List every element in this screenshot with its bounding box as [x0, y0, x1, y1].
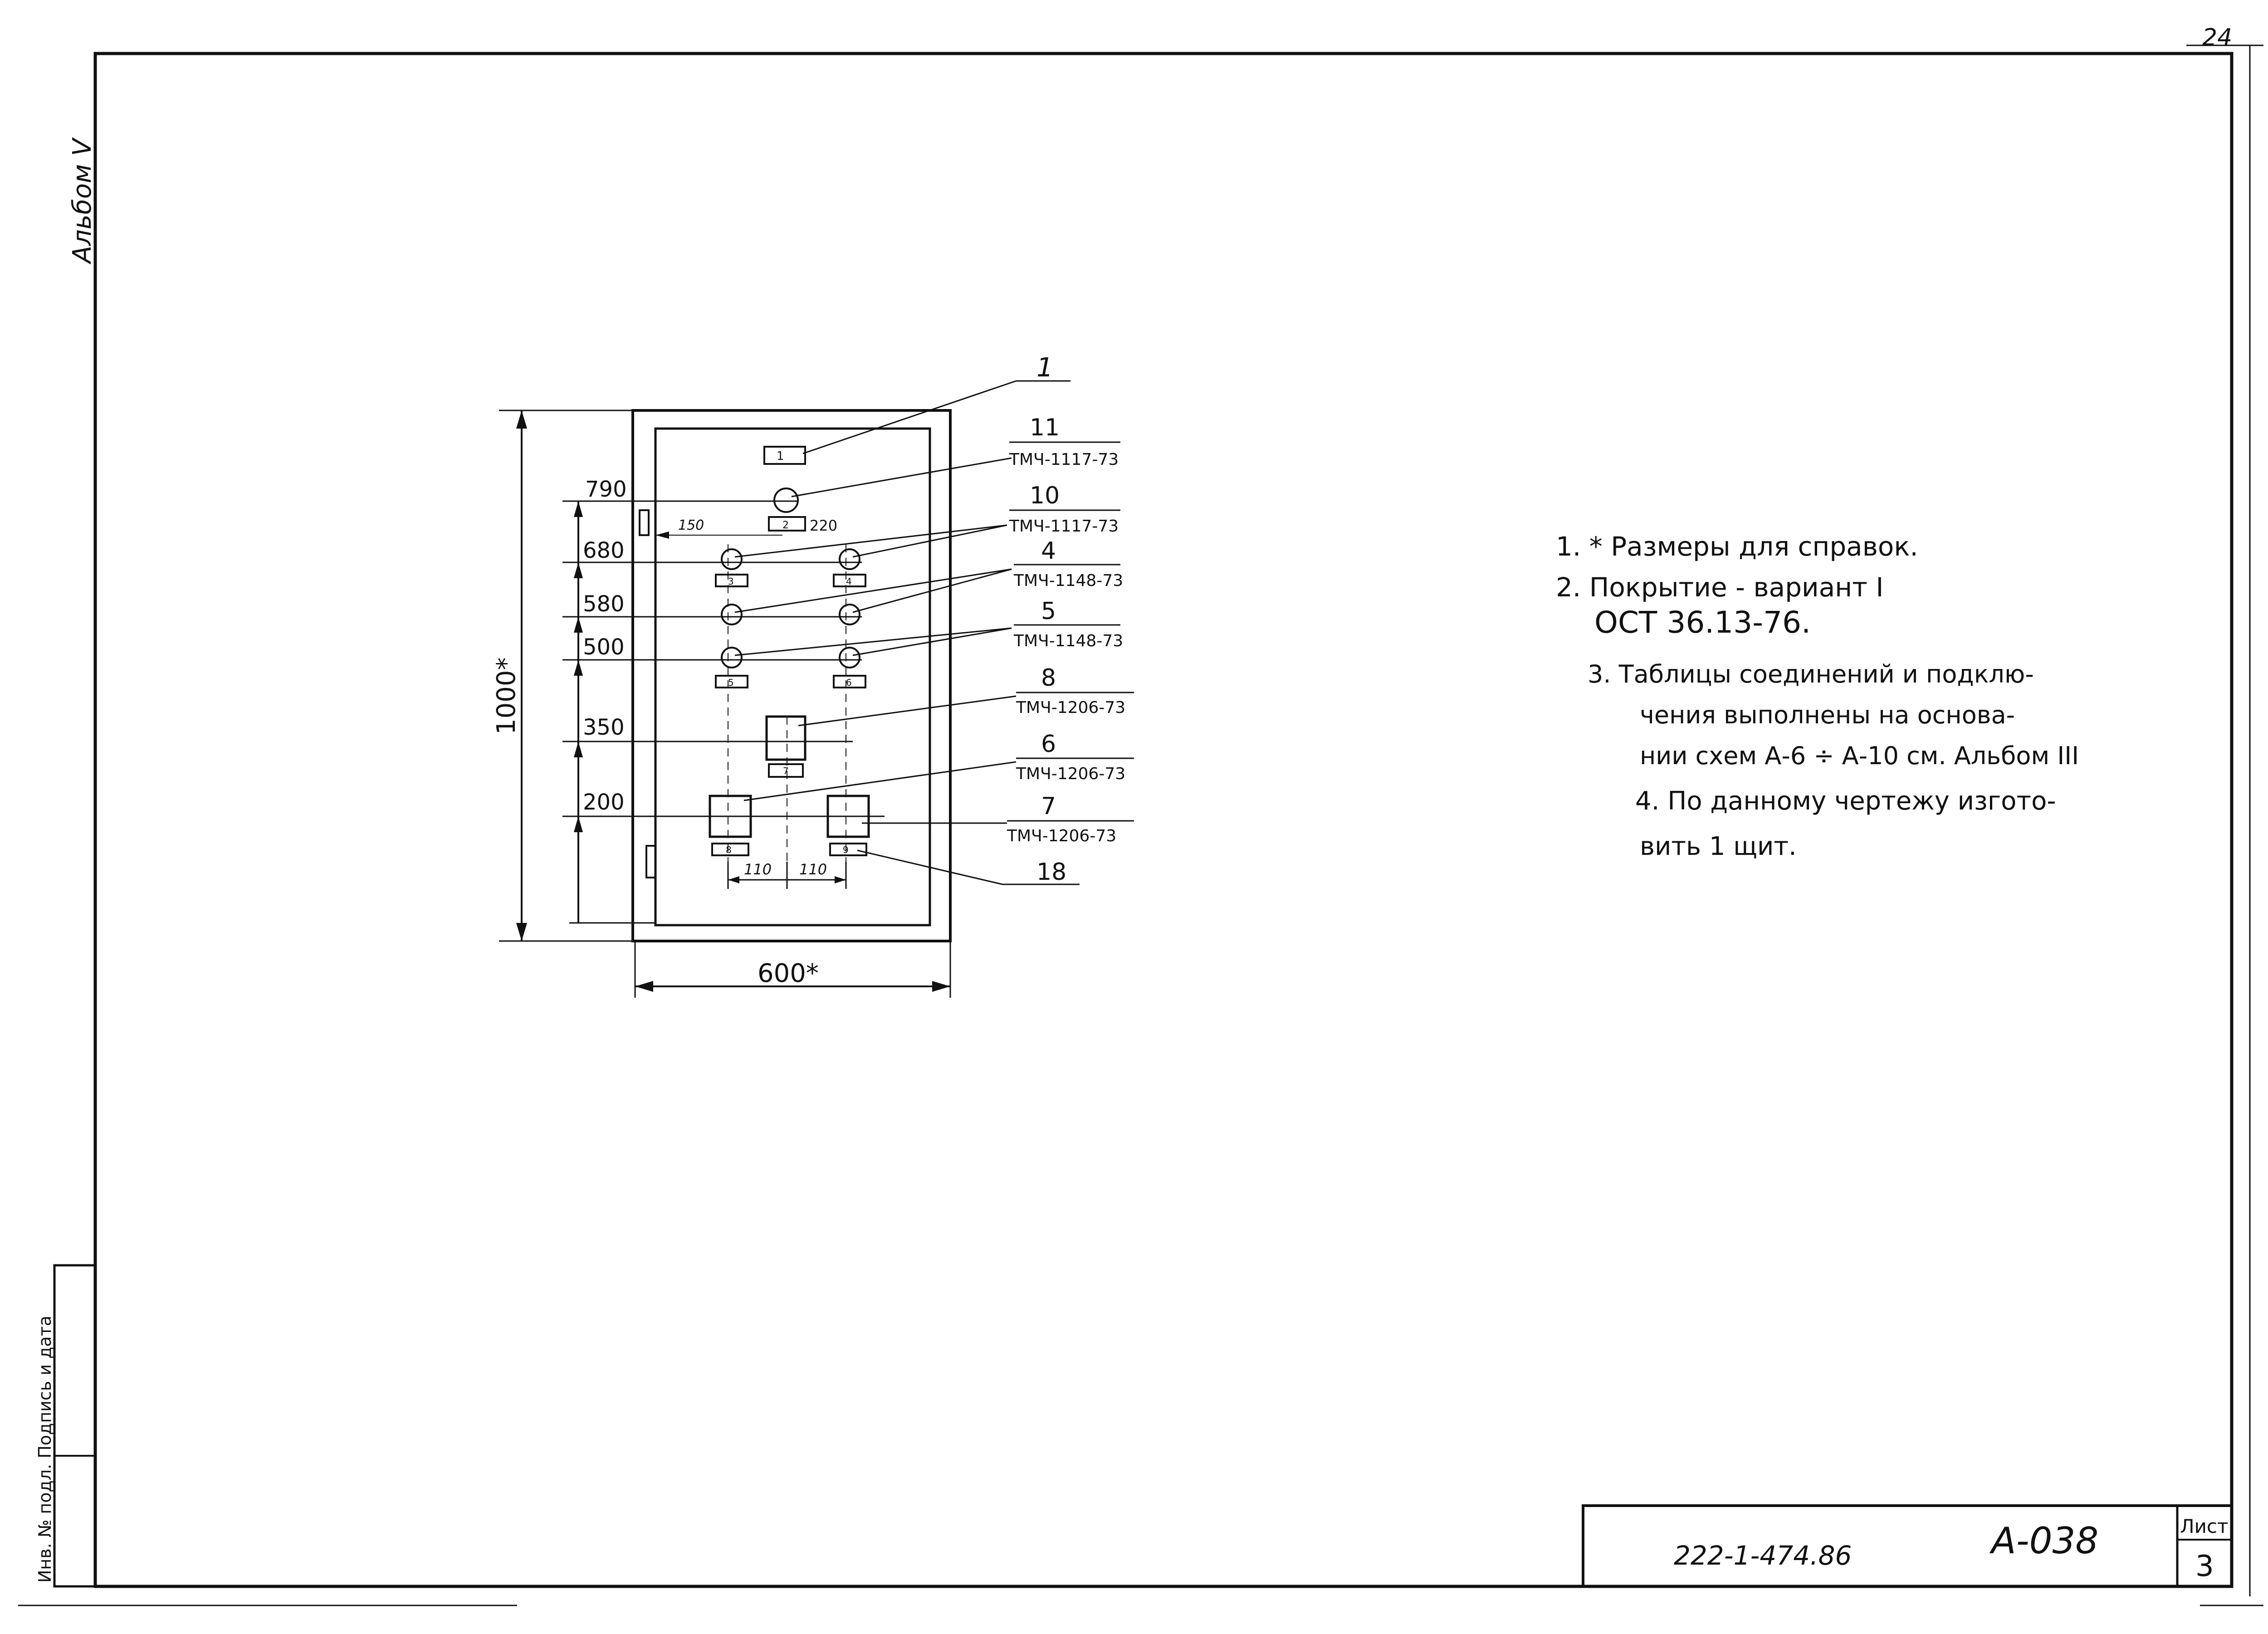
note-line: 1. * Размеры для справок. — [1556, 531, 1918, 562]
level-label-350: 350 — [583, 715, 625, 740]
device-tag: 4 — [846, 576, 852, 587]
offset-label-150: 150 — [678, 517, 704, 533]
title-block: 222-1-474.86 А-038 Лист 3 — [1582, 1504, 2233, 1588]
callout-number: 10 — [1030, 482, 1060, 509]
document-code: 222-1-474.86 — [1674, 1540, 1852, 1571]
note-line: чения выполнены на основа- — [1640, 701, 2015, 729]
height-dimension-label: 1000* — [492, 657, 521, 735]
callout-5: 5 ТМЧ-1148-73 — [1013, 598, 1123, 650]
bottom-spacing-label-left: 110 — [744, 861, 772, 878]
callout-part: ТМЧ-1148-73 — [1013, 632, 1123, 650]
callout-10: 10 ТМЧ-1117-73 — [1009, 482, 1120, 536]
device-11-symbol — [773, 488, 799, 513]
panel-outer — [631, 409, 952, 942]
callout-part: ТМЧ-1148-73 — [1013, 571, 1123, 590]
bottom-spacing-label-right: 110 — [799, 861, 827, 878]
device-tag: 6 — [846, 677, 852, 688]
note-line: ОСТ 36.13-76. — [1594, 605, 1811, 640]
callout-number: 1 — [1036, 352, 1053, 383]
album-label: Альбом V — [68, 137, 97, 264]
callout-11: 11 ТМЧ-1117-73 — [1009, 414, 1120, 469]
callouts: 1 11 ТМЧ-1117-73 10 ТМЧ-1117-73 4 ТМЧ-11… — [1007, 352, 1134, 886]
device-tag: 5 — [728, 677, 734, 688]
device-tag: 7 — [783, 766, 789, 776]
callout-number: 7 — [1041, 793, 1056, 820]
device-tag: 8 — [726, 844, 732, 855]
note-line: 3. Таблицы соединений и подклю- — [1588, 660, 2034, 688]
callout-part: ТМЧ-1117-73 — [1009, 450, 1119, 469]
notes: 1. * Размеры для справок. 2. Покрытие - … — [1556, 531, 2079, 861]
panel-drawing: 1000* 600* 790 680 580 500 350 — [492, 380, 1080, 998]
callout-part: ТМЧ-1206-73 — [1016, 765, 1125, 783]
device-7-symbol — [826, 795, 870, 838]
note-line: 4. По данному чертежу изгото- — [1635, 786, 2056, 816]
callout-number: 4 — [1041, 537, 1056, 565]
callout-8: 8 ТМЧ-1206-73 — [1016, 664, 1134, 717]
callout-4: 4 ТМЧ-1148-73 — [1013, 537, 1123, 590]
level-label-680: 680 — [583, 538, 625, 563]
callout-18: 18 — [1036, 858, 1066, 886]
device-10-right-symbol — [839, 548, 860, 570]
callout-7: 7 ТМЧ-1206-73 — [1007, 793, 1134, 845]
callout-number: 8 — [1041, 664, 1056, 692]
device-tag: 1 — [777, 449, 784, 463]
device-8-symbol — [765, 715, 807, 761]
device-tag: 2 — [782, 520, 789, 531]
note-line: вить 1 щит. — [1640, 832, 1797, 861]
note-line: 2. Покрытие - вариант I — [1556, 572, 1884, 603]
level-label-200: 200 — [583, 790, 625, 815]
device-10-left-symbol — [721, 548, 743, 570]
device-6-symbol — [709, 795, 752, 838]
offset-label-220: 220 — [810, 517, 837, 534]
callout-6: 6 ТМЧ-1206-73 — [1016, 731, 1134, 783]
device-4-right-symbol — [839, 604, 860, 625]
width-dimension-label: 600* — [758, 959, 819, 988]
leader-lines — [734, 380, 1080, 885]
note-line: нии схем А-6 ÷ А-10 см. Альбом III — [1640, 741, 2079, 770]
callout-part: ТМЧ-1206-73 — [1007, 827, 1116, 845]
device-5-left-symbol — [721, 647, 743, 668]
sheet-label: Лист — [2180, 1515, 2228, 1537]
drawing-code: А-038 — [1989, 1520, 2098, 1562]
callout-part: ТМЧ-1206-73 — [1016, 698, 1125, 717]
panel-inner — [654, 427, 931, 927]
level-label-580: 580 — [583, 591, 625, 617]
drawing-frame — [18, 44, 2263, 1606]
callout-number: 6 — [1041, 731, 1056, 758]
callout-number: 18 — [1036, 858, 1066, 886]
device-4-left-symbol — [721, 604, 743, 625]
device-tag: 3 — [728, 576, 734, 587]
sheet-number: 3 — [2195, 1550, 2214, 1583]
callout-number: 5 — [1041, 598, 1056, 625]
device-1-plate — [763, 446, 806, 465]
corner-sheet-number: 24 — [2202, 24, 2232, 51]
level-label-500: 500 — [583, 634, 625, 660]
center-lines — [728, 544, 846, 882]
callout-1: 1 — [1036, 352, 1053, 383]
callout-number: 11 — [1030, 414, 1060, 441]
callout-part: ТМЧ-1117-73 — [1009, 517, 1119, 536]
level-label-790: 790 — [585, 477, 627, 502]
side-stamp: Инв. № подл. Подпись и дата — [35, 1264, 97, 1588]
side-stamp-label: Инв. № подл. Подпись и дата — [35, 1316, 55, 1583]
device-tag: 9 — [843, 844, 849, 855]
device-5-right-symbol — [839, 647, 860, 668]
